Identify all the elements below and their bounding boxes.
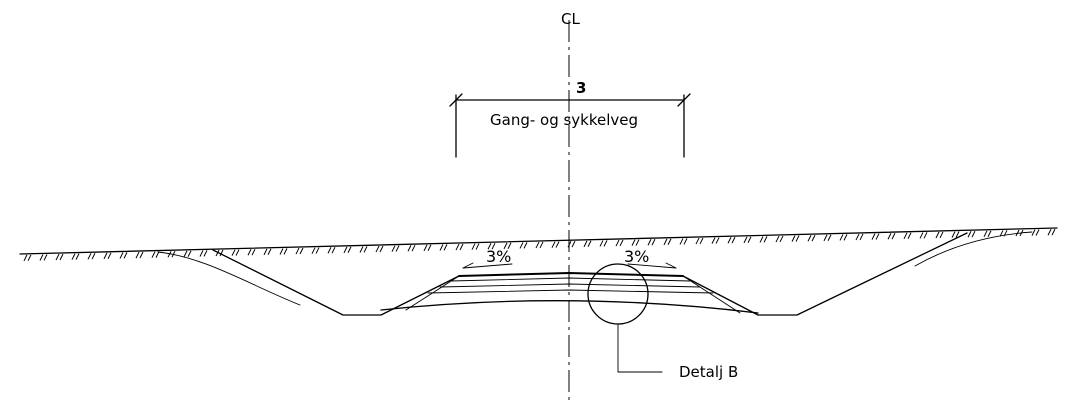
slope-label-right: 3% (624, 247, 649, 266)
ground-line (19, 227, 1058, 262)
width-dimension: 3 Gang- og sykkelveg (449, 79, 691, 158)
centerline-label: CL (561, 10, 580, 28)
detail-callout: Detalj B (587, 263, 738, 381)
detail-circle (587, 263, 649, 325)
slope-indicators: 3% 3% (462, 247, 677, 269)
slope-label-left: 3% (486, 247, 511, 266)
ground-hatching (23, 228, 1056, 262)
width-dimension-value: 3 (576, 79, 586, 97)
centerline: CL (561, 10, 580, 404)
path-type-label: Gang- og sykkelveg (490, 111, 638, 129)
pavement-structure (380, 272, 759, 314)
cut-profile (157, 231, 1033, 316)
detail-label: Detalj B (679, 363, 738, 381)
